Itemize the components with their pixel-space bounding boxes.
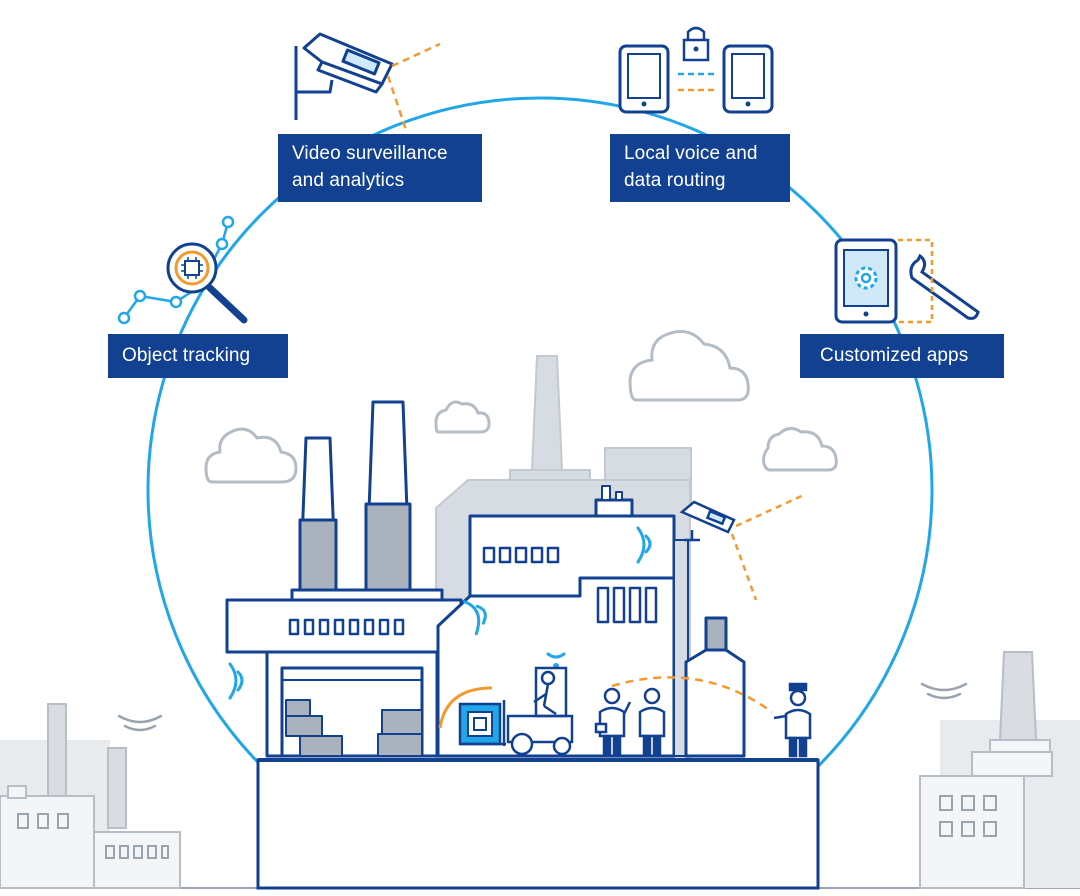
tablet-with-gear-and-wrench-icon bbox=[834, 238, 980, 324]
workers-icon bbox=[594, 687, 666, 758]
onsite-camera-icon bbox=[679, 500, 736, 542]
cloud-right bbox=[762, 427, 838, 472]
onsite-camera-beam bbox=[730, 492, 807, 601]
video-surveillance-label: Video surveillance and analytics bbox=[278, 134, 482, 202]
secure-link-lines bbox=[678, 72, 714, 92]
magnifier-with-chip-icon bbox=[166, 242, 248, 324]
local-voice-label: Local voice and data routing bbox=[610, 134, 790, 202]
cloud-top-right bbox=[628, 330, 750, 402]
left-distant-factory bbox=[0, 703, 181, 889]
data-trend-line bbox=[117, 215, 235, 325]
wireless-signals bbox=[228, 526, 652, 700]
voice-label-line2: data routing bbox=[624, 170, 726, 191]
forklift-icon bbox=[438, 666, 574, 756]
right-distant-factory bbox=[919, 651, 1080, 889]
apps-bracket bbox=[898, 238, 934, 324]
camera-beam bbox=[386, 42, 441, 131]
cloud-left bbox=[204, 427, 298, 484]
security-camera-icon bbox=[294, 32, 394, 120]
voice-label-line1: Local voice and bbox=[624, 143, 758, 164]
security-guard-icon bbox=[773, 682, 812, 758]
apps-label-line1: Customized apps bbox=[820, 345, 969, 366]
tracking-label-line1: Object tracking bbox=[122, 345, 251, 366]
factory-base bbox=[256, 758, 820, 890]
customized-apps-label: Customized apps bbox=[800, 334, 1004, 378]
video-label-line2: and analytics bbox=[292, 170, 405, 191]
object-tracking-label: Object tracking bbox=[108, 334, 288, 378]
tablets-with-lock-icon bbox=[618, 26, 774, 114]
cloud-small-center bbox=[434, 400, 491, 434]
tracking-arc bbox=[611, 676, 773, 714]
video-label-line1: Video surveillance bbox=[292, 143, 448, 164]
